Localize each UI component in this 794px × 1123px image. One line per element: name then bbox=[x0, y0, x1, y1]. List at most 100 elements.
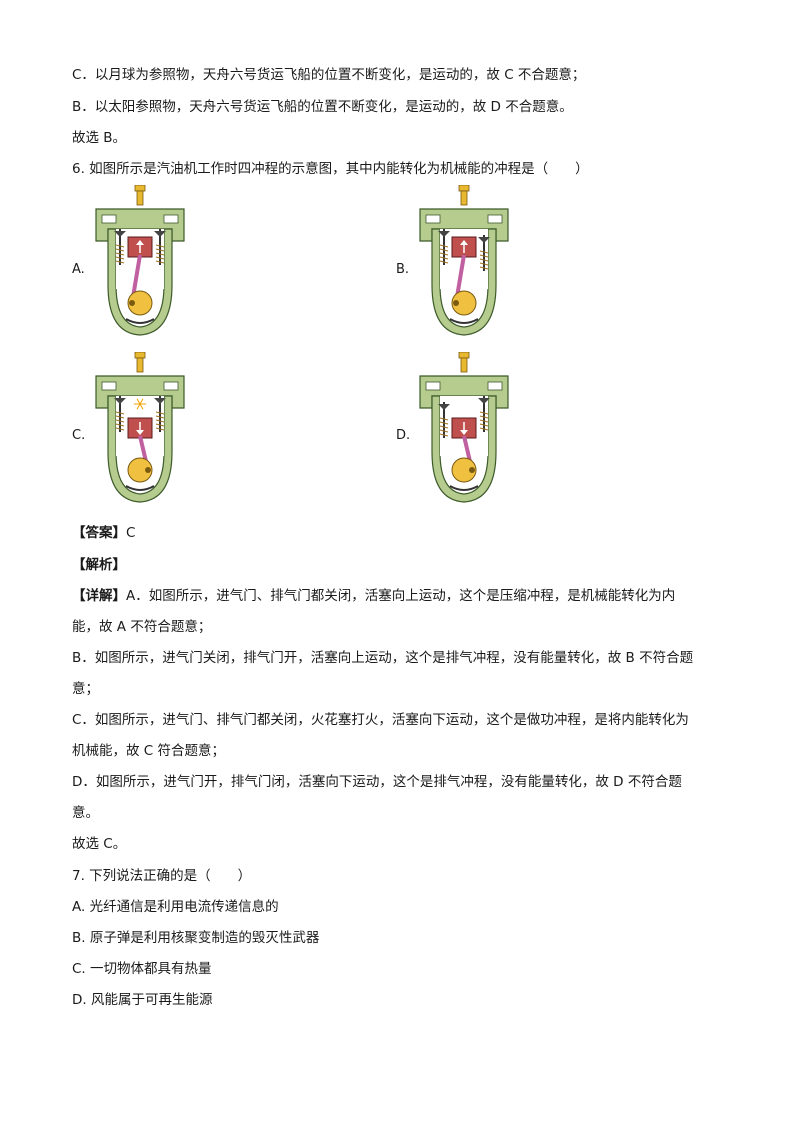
detail-a-line-2: 能，故 A 不符合题意； bbox=[72, 619, 212, 635]
exhaust-valve-spring bbox=[155, 248, 165, 252]
cylinder-wall bbox=[431, 395, 497, 503]
intake-port bbox=[425, 214, 441, 224]
engine-diagram-d bbox=[419, 352, 509, 503]
intake-valve-spring bbox=[439, 260, 449, 264]
intake-valve-spring bbox=[115, 419, 125, 423]
intake-valve-spring bbox=[115, 244, 125, 248]
piston-direction-arrow bbox=[136, 240, 144, 245]
answer-tag: 【答案】 bbox=[72, 525, 126, 541]
exhaust-valve-spring bbox=[479, 423, 489, 427]
intake-valve-spring bbox=[439, 421, 449, 425]
crankshaft bbox=[451, 290, 477, 316]
solution-line-c: C．以月球为参照物，天舟六号货运飞船的位置不断变化，是运动的，故 C 不合题意； bbox=[72, 67, 586, 83]
intake-valve-spring bbox=[115, 427, 125, 431]
crankshaft bbox=[127, 290, 153, 316]
cylinder-wall bbox=[107, 395, 173, 503]
exhaust-port bbox=[163, 214, 179, 224]
intake-valve-spring bbox=[115, 423, 125, 427]
spark-plug-top bbox=[134, 352, 146, 359]
detail-c-line-2: 机械能，故 C 符合题意； bbox=[72, 743, 226, 759]
exhaust-valve-spring bbox=[155, 260, 165, 264]
exhaust-valve-spring bbox=[479, 419, 489, 423]
spark-ray bbox=[136, 398, 141, 405]
detail-b-line-1: B．如图所示，进气门关闭，排气门开，活塞向上运动，这个是排气冲程，没有能量转化，… bbox=[72, 650, 694, 666]
exhaust-valve-spring bbox=[479, 266, 489, 270]
rotation-arrow bbox=[449, 318, 479, 324]
spark-ray bbox=[139, 398, 144, 405]
exhaust-valve-spring bbox=[155, 411, 165, 415]
solution-line-b: B．以太阳参照物，天舟六号货运飞船的位置不断变化，是运动的，故 D 不合题意。 bbox=[72, 99, 573, 115]
spark-plug-body bbox=[136, 190, 144, 206]
analysis-tag: 【解析】 bbox=[72, 557, 126, 573]
exhaust-valve-spring bbox=[479, 415, 489, 419]
detail-tag: 【详解】 bbox=[72, 588, 126, 604]
cylinder-wall bbox=[431, 228, 497, 336]
spark-ray bbox=[136, 403, 141, 410]
intake-valve-spring bbox=[439, 252, 449, 256]
crankshaft bbox=[127, 457, 153, 483]
question-6-stem: 6. 如图所示是汽油机工作时四冲程的示意图，其中内能转化为机械能的冲程是（ ） bbox=[72, 161, 589, 177]
crank-pin bbox=[145, 467, 151, 473]
exhaust-valve-spring bbox=[479, 411, 489, 415]
intake-valve-spring bbox=[439, 429, 449, 433]
intake-valve-spring bbox=[115, 252, 125, 256]
exhaust-valve-spring bbox=[155, 244, 165, 248]
engine-diagram-b bbox=[419, 185, 509, 336]
q7-option-b: B. 原子弹是利用核聚变制造的毁灭性武器 bbox=[72, 930, 320, 946]
q6-choose: 故选 C。 bbox=[72, 836, 127, 852]
exhaust-valve-head bbox=[478, 398, 490, 404]
exhaust-valve-spring bbox=[155, 427, 165, 431]
q7-option-c: C. 一切物体都具有热量 bbox=[72, 961, 212, 977]
detail-a-line-1: 【详解】A．如图所示，进气门、排气门都关闭，活塞向上运动，这个是压缩冲程，是机械… bbox=[72, 587, 675, 605]
intake-valve-head bbox=[114, 398, 126, 404]
intake-valve-spring bbox=[115, 256, 125, 260]
intake-valve-head bbox=[438, 404, 450, 410]
spark-plug-body bbox=[460, 190, 468, 206]
intake-port bbox=[101, 214, 117, 224]
intake-port bbox=[101, 381, 117, 391]
detail-d-line-1: D．如图所示，进气门开，排气门闭，活塞向下运动，这个是排气冲程，没有能量转化，故… bbox=[72, 774, 682, 790]
answer-value: C bbox=[126, 525, 136, 541]
intake-valve-spring bbox=[439, 244, 449, 248]
q7-option-d: D. 风能属于可再生能源 bbox=[72, 992, 213, 1008]
spark-plug-body bbox=[460, 357, 468, 373]
intake-valve-head bbox=[114, 231, 126, 237]
intake-valve-spring bbox=[115, 415, 125, 419]
intake-port bbox=[425, 381, 441, 391]
crankshaft bbox=[451, 457, 477, 483]
intake-valve-spring bbox=[439, 433, 449, 437]
intake-valve-spring bbox=[439, 417, 449, 421]
answer-row: 【答案】C bbox=[72, 524, 135, 542]
spark-plug-body bbox=[136, 357, 144, 373]
option-c-label: C. bbox=[72, 428, 86, 443]
engine-diagram-c bbox=[95, 352, 185, 503]
rotation-arrow bbox=[449, 485, 479, 491]
rotation-arrow bbox=[125, 318, 155, 324]
spark-plug-top bbox=[458, 352, 470, 359]
exhaust-valve-spring bbox=[479, 427, 489, 431]
q7-option-a: A. 光纤通信是利用电流传递信息的 bbox=[72, 899, 279, 915]
intake-valve-spring bbox=[439, 248, 449, 252]
crank-pin bbox=[129, 300, 135, 306]
exhaust-valve-head bbox=[154, 398, 166, 404]
exhaust-valve-spring bbox=[479, 262, 489, 266]
crank-pin bbox=[453, 300, 459, 306]
detail-a-text: A．如图所示，进气门、排气门都关闭，活塞向上运动，这个是压缩冲程，是机械能转化为… bbox=[126, 588, 676, 604]
option-d-label: D. bbox=[396, 428, 411, 443]
intake-valve-spring bbox=[439, 425, 449, 429]
detail-d-line-2: 意。 bbox=[72, 805, 99, 821]
piston-direction-arrow bbox=[136, 430, 144, 435]
detail-c-line-1: C．如图所示，进气门、排气门都关闭，火花塞打火，活塞向下运动，这个是做功冲程，是… bbox=[72, 712, 689, 728]
exhaust-valve-head bbox=[478, 237, 490, 243]
solution-choose: 故选 B。 bbox=[72, 130, 127, 146]
exhaust-valve-spring bbox=[155, 415, 165, 419]
spark-ray bbox=[139, 403, 144, 410]
exhaust-valve-spring bbox=[155, 423, 165, 427]
exhaust-port bbox=[163, 381, 179, 391]
intake-valve-spring bbox=[115, 411, 125, 415]
piston-direction-arrow bbox=[460, 430, 468, 435]
exhaust-port bbox=[487, 381, 503, 391]
exhaust-valve-spring bbox=[479, 250, 489, 254]
exhaust-valve-spring bbox=[155, 252, 165, 256]
option-a-label: A. bbox=[72, 262, 85, 277]
